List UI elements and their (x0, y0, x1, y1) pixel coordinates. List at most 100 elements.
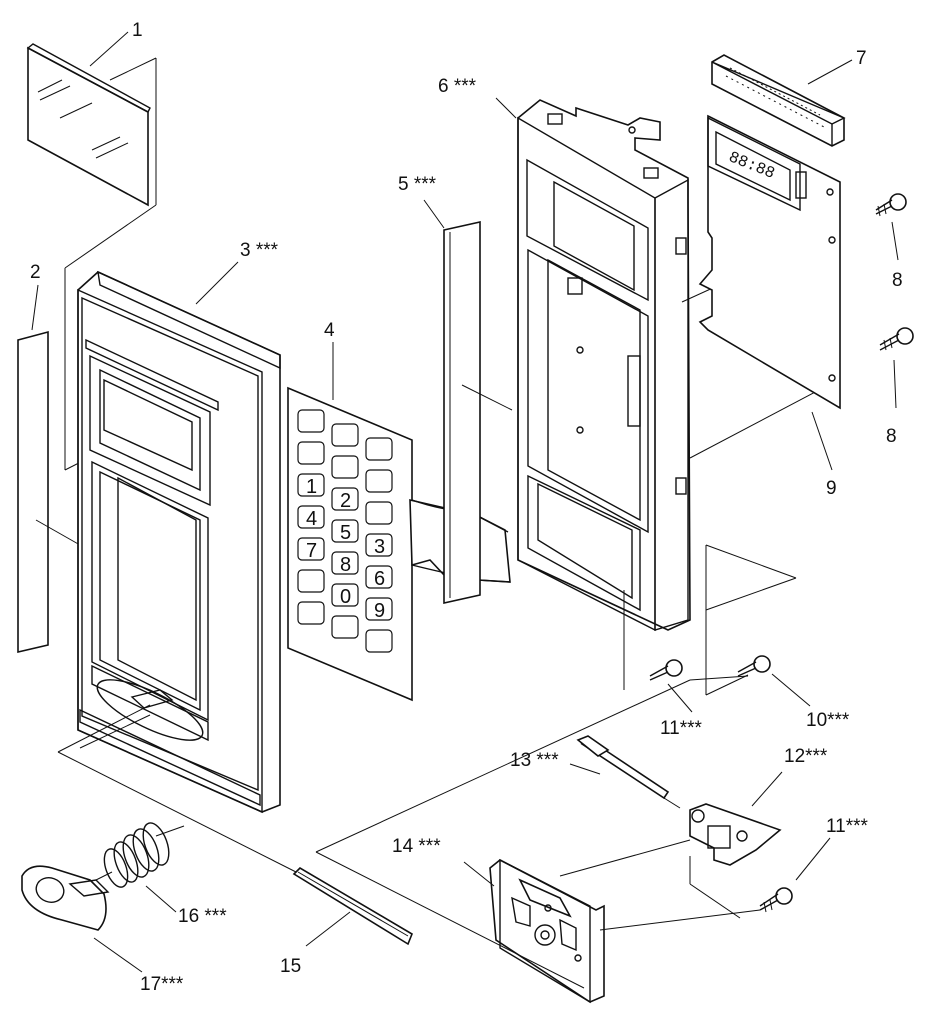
label-9: 9 (826, 478, 837, 499)
keypad-key (297, 409, 325, 433)
keypad-key-shape (297, 601, 325, 625)
guide-line (64, 204, 157, 269)
keypad-key-label: 8 (340, 554, 351, 576)
keypad-key-label: 1 (306, 476, 317, 498)
keypad-key: 0 (331, 583, 359, 608)
guide-line (663, 797, 681, 809)
leader-11b (795, 837, 831, 881)
keypad-key-shape (331, 615, 359, 639)
label-10: 10*** (806, 710, 850, 731)
keypad-key (297, 569, 325, 593)
guide-line (705, 674, 749, 696)
leader-9 (811, 411, 833, 471)
label-2: 2 (30, 262, 41, 283)
keypad-key (365, 469, 393, 493)
leader-12 (751, 771, 783, 807)
leader-6 (495, 97, 517, 119)
keypad-key-label: 4 (306, 508, 317, 530)
label-5: 5 *** (398, 174, 437, 195)
keypad-key-shape (297, 409, 325, 433)
part-14-latch-bracket (489, 858, 605, 1004)
part-7-foam-pad (711, 54, 846, 147)
guide-line (689, 883, 741, 919)
keypad-key (365, 437, 393, 461)
guide-line (705, 577, 797, 611)
guide-line (57, 704, 151, 753)
keypad-key-shape (365, 533, 393, 557)
guide-line (315, 851, 585, 989)
label-11b: 11*** (826, 816, 869, 837)
part-5-strip (443, 221, 481, 604)
keypad-key: 7 (297, 537, 325, 562)
leader-16 (145, 885, 177, 913)
keypad-key-label: 3 (374, 536, 385, 558)
keypad-key-shape (365, 565, 393, 589)
keypad-key (297, 441, 325, 465)
keypad-key: 4 (297, 505, 325, 530)
keypad-key-shape (365, 437, 393, 461)
part-8-screw-upper (875, 193, 907, 217)
keypad-key-shape (297, 537, 325, 561)
label-17: 17*** (140, 974, 184, 995)
keypad-key (365, 629, 393, 653)
label-1: 1 (132, 20, 143, 41)
keypad-key-shape (365, 597, 393, 621)
keypad-key-label: 0 (340, 586, 351, 608)
leader-10 (771, 673, 811, 707)
leader-5 (423, 199, 445, 229)
keypad-key-shape (331, 487, 359, 511)
keypad-key-shape (331, 455, 359, 479)
part-12-latch-arm (689, 803, 782, 866)
leader-8a (891, 221, 899, 261)
keypad-key: 8 (331, 551, 359, 576)
leader-7 (807, 59, 853, 85)
keypad-key-label: 6 (374, 568, 385, 590)
keypad-key: 5 (331, 519, 359, 544)
guide-line (705, 544, 797, 579)
part-1-window-glass (26, 43, 151, 207)
keypad-key: 6 (365, 565, 393, 590)
label-3: 3 *** (240, 240, 279, 261)
guide-line (109, 57, 157, 81)
keypad-key-label: 9 (374, 600, 385, 622)
leader-1 (89, 31, 129, 67)
label-4: 4 (324, 320, 335, 341)
leader-2 (31, 284, 39, 331)
part-17-push-button (21, 865, 113, 931)
part-11-screw-upper (649, 659, 683, 681)
keypad-key: 3 (365, 533, 393, 558)
leader-8b (893, 359, 897, 409)
part-6-panel-housing (517, 99, 691, 632)
label-11a: 11*** (660, 718, 703, 739)
keypad-key-shape (297, 441, 325, 465)
label-8a: 8 (892, 270, 903, 291)
part-9-display-board: 88:88 (698, 114, 841, 410)
guide-line (559, 839, 691, 877)
label-16: 16 *** (178, 906, 227, 927)
keypad-key-shape (365, 469, 393, 493)
label-13: 13 *** (510, 750, 559, 771)
keypad-key-shape (297, 505, 325, 529)
part-11-screw-lower (759, 887, 793, 913)
part-16-spring (103, 822, 170, 888)
label-8b: 8 (886, 426, 897, 447)
guide-line (315, 679, 691, 853)
guide-line (57, 751, 297, 873)
keypad-key (331, 455, 359, 479)
part-8-screw-lower (879, 327, 914, 351)
part-2-side-strip (17, 330, 49, 654)
keypad-key-shape (331, 583, 359, 607)
label-6: 6 *** (438, 76, 477, 97)
keypad-key (297, 601, 325, 625)
guide-line (689, 675, 749, 681)
keypad-key (331, 615, 359, 639)
guide-line (461, 384, 513, 411)
guide-line (155, 825, 185, 837)
keypad-key-shape (365, 629, 393, 653)
keypad-key-shape (331, 519, 359, 543)
keypad-key-shape (331, 551, 359, 575)
leader-14 (463, 861, 495, 887)
keypad-key-shape (365, 501, 393, 525)
